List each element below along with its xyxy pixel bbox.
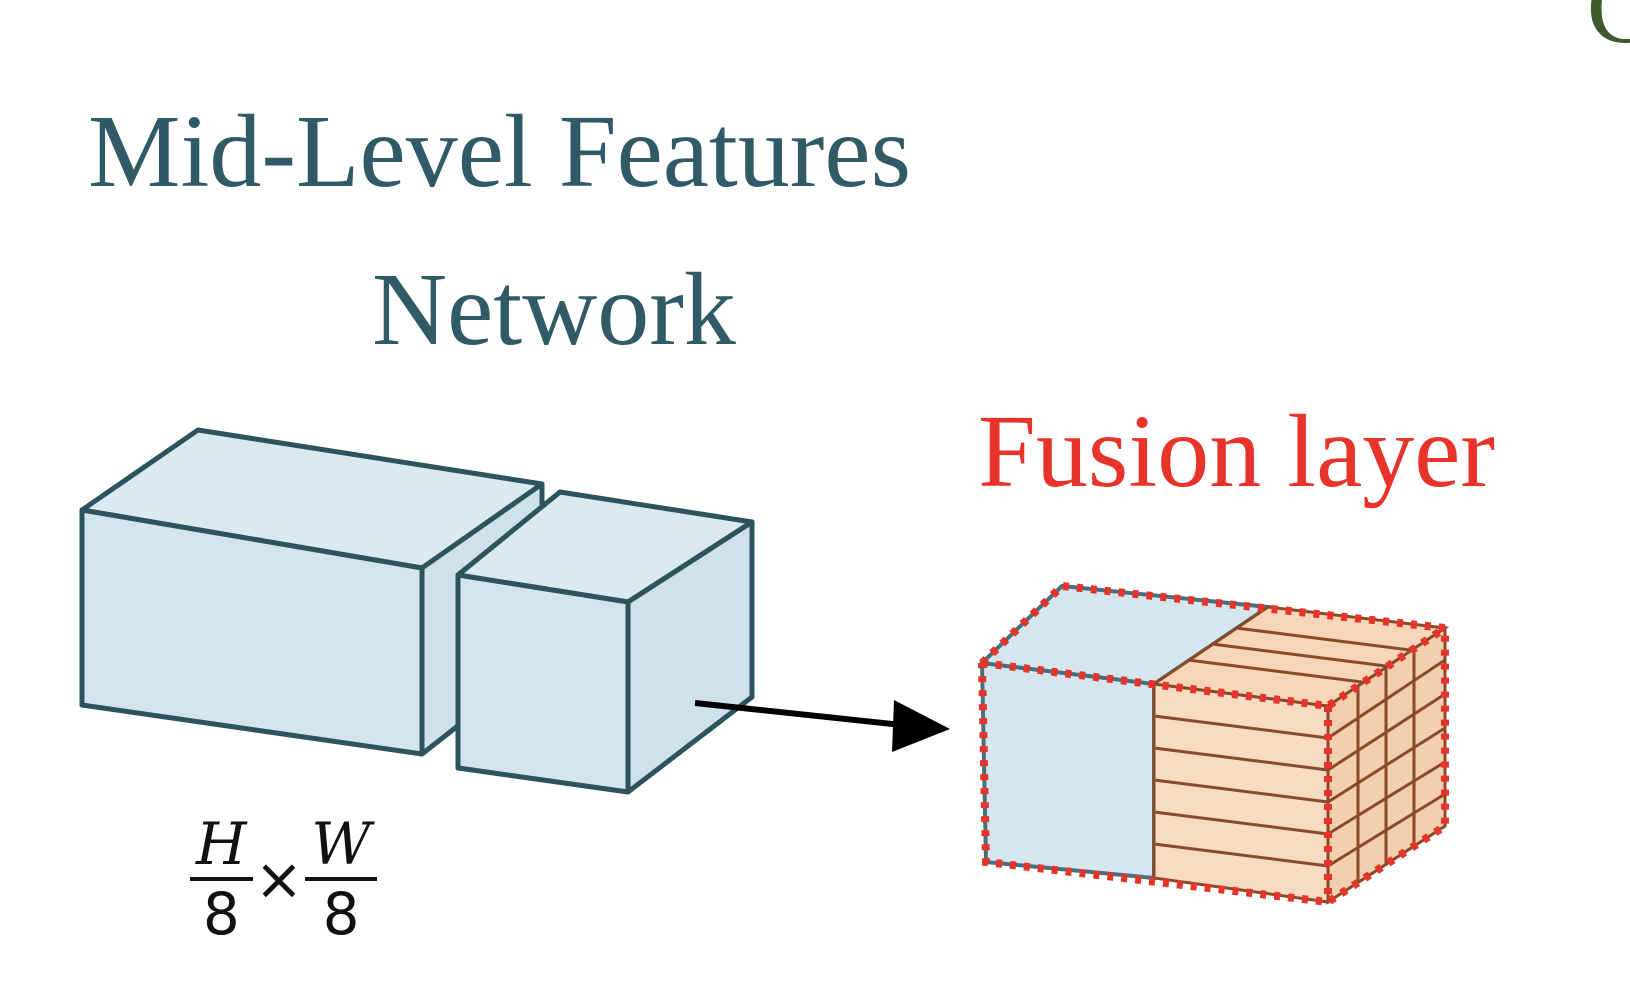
fusion-layer-label: Fusion layer (978, 394, 1496, 509)
diagram-title-line-2: Network (372, 252, 736, 367)
connection-arrow (694, 700, 950, 752)
height-numerator: H (196, 810, 247, 878)
diagram-title-line-1: Mid-Level Features (88, 94, 912, 209)
height-fraction: H 8 (190, 815, 253, 943)
width-denominator: 8 (322, 880, 360, 948)
small-feature-block (455, 489, 755, 795)
cropped-corner-text: C (1586, 0, 1630, 65)
fraction-bar (305, 877, 377, 881)
width-fraction: W 8 (305, 815, 377, 943)
large-block-front-face (79, 507, 425, 757)
width-numerator: W (311, 810, 371, 878)
dimension-label: H 8 × W 8 (190, 815, 377, 943)
fusion-slice-lines (1153, 626, 1446, 882)
fusion-layer-block (977, 581, 1450, 907)
fusion-dotted-outline (978, 581, 1449, 907)
fraction-bar (190, 877, 253, 881)
times-symbol: × (254, 845, 304, 913)
fusion-front-blue-face (979, 660, 1156, 881)
arrowhead (892, 700, 950, 752)
height-denominator: 8 (202, 880, 240, 948)
fusion-front-orange-face (1152, 682, 1330, 904)
small-block-front-face (455, 572, 631, 795)
